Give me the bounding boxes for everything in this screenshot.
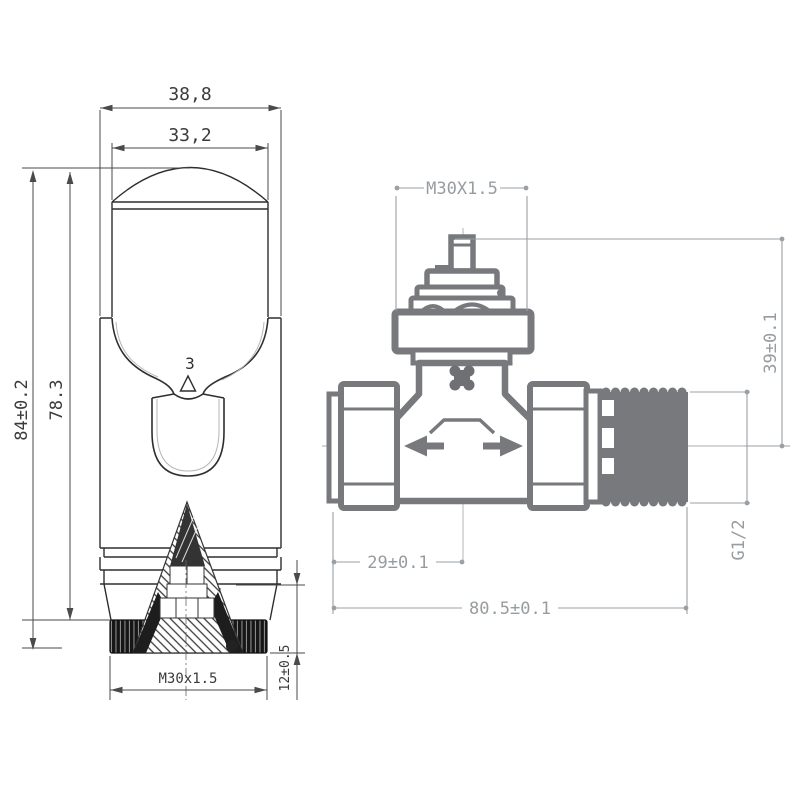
section-cut-cone (132, 500, 244, 654)
dim-tail-thread: G1/2 (729, 520, 749, 561)
flow-direction-arrows (404, 435, 523, 457)
threaded-tail (599, 387, 688, 507)
dimension-dots (331, 185, 785, 611)
head-channel (151, 393, 225, 477)
dim-spindle-height: 39±0.1 (761, 312, 781, 373)
valve-body-side-view (322, 228, 770, 562)
dim-overall-length: 80.5±0.1 (469, 599, 551, 619)
head-taper-ring (103, 583, 278, 621)
trv-head-front-view (99, 166, 282, 700)
dim-thread-m30: M30x1.5 (158, 671, 217, 687)
dim-collar-height: 12±0.5 (278, 645, 293, 692)
head-dimensions (22, 104, 305, 700)
valve-dimensions (331, 185, 790, 614)
dim-valve-thread: M30X1.5 (426, 179, 498, 199)
valve-bonnet (391, 308, 535, 355)
head-dome-cap (111, 166, 269, 203)
brand-logo-icon (449, 365, 475, 391)
dimension-arrows (29, 104, 301, 694)
head-grip-section (99, 317, 282, 548)
setting-pointer-icon (179, 374, 197, 392)
flow-arrow-right-icon (500, 435, 523, 457)
left-union-nut (338, 381, 400, 511)
head-wave-cutout (111, 317, 269, 400)
dim-top-outer-width: 38,8 (168, 84, 211, 105)
dim-overall-height: 84±0.2 (12, 379, 32, 440)
right-union-ring (583, 388, 603, 505)
valve-spindle-pin (448, 234, 476, 274)
head-upper-cylinder (111, 209, 269, 317)
dim-head-height: 78.3 (47, 380, 67, 421)
setting-number: 3 (185, 354, 195, 373)
flow-arrow-left-icon (404, 435, 427, 457)
dim-cap-width: 33,2 (168, 125, 211, 146)
dim-center-offset: 29±0.1 (367, 553, 428, 573)
right-union-nut (527, 381, 590, 511)
